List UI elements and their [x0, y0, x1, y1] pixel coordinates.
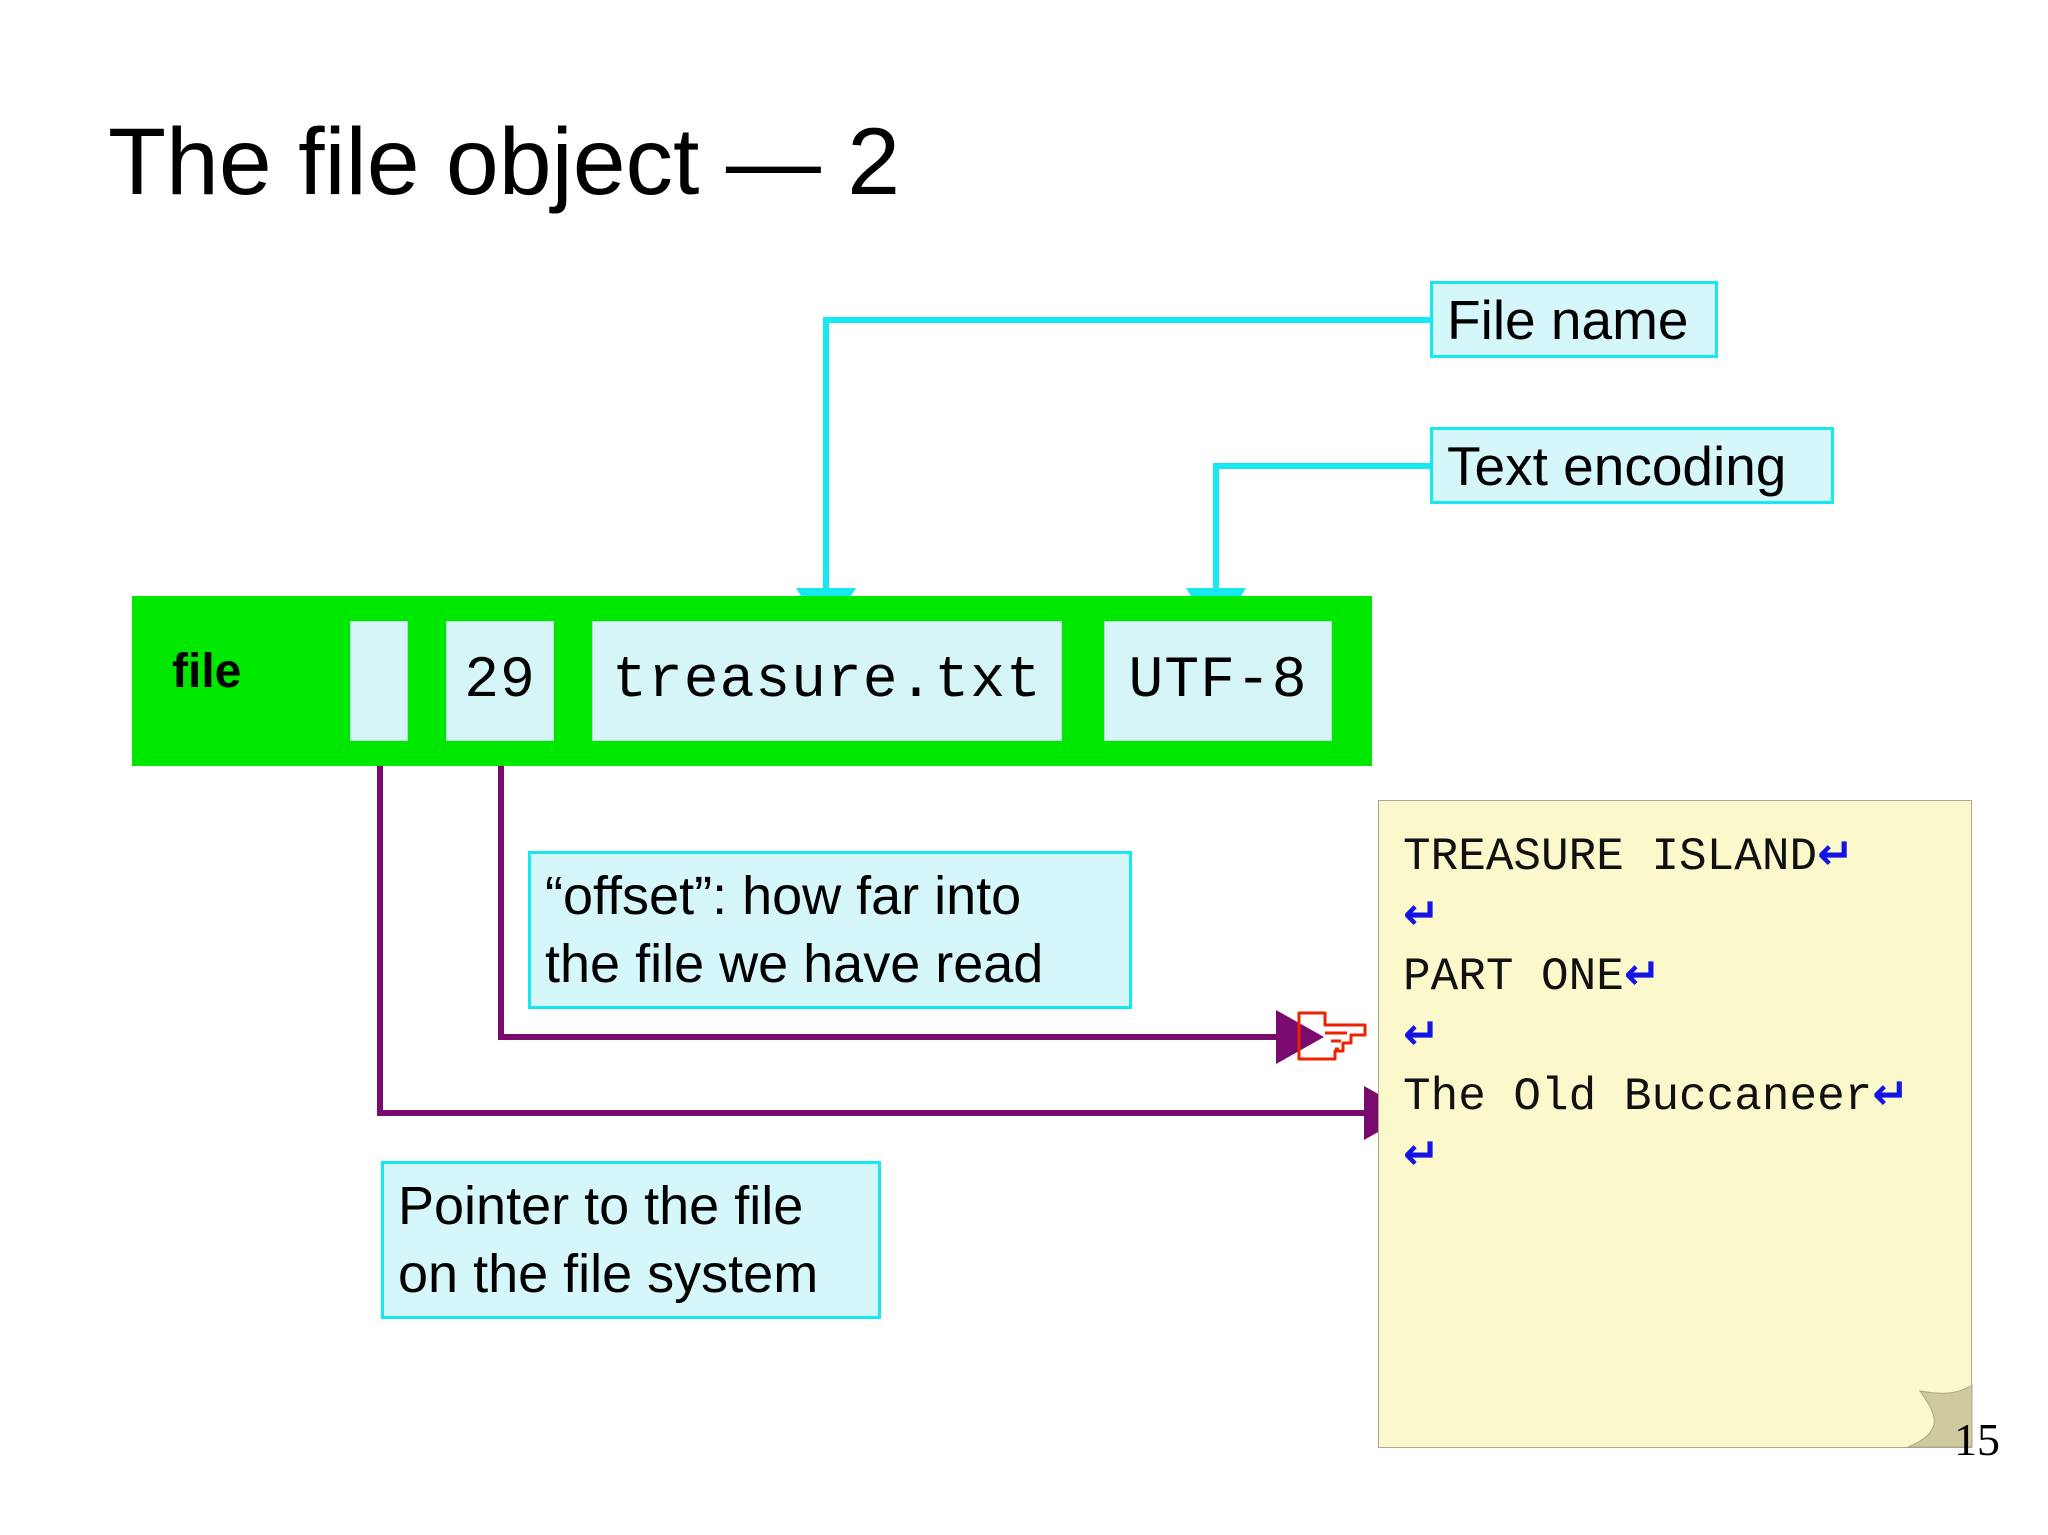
document-line: ↵	[1403, 1125, 1963, 1185]
callout-pointer: Pointer to the file on the file system	[381, 1161, 881, 1319]
pointing-hand-icon	[1297, 1011, 1367, 1061]
document-page: TREASURE ISLAND↵↵PART ONE↵↵The Old Bucca…	[1378, 800, 1972, 1448]
document-line: TREASURE ISLAND↵	[1403, 825, 1963, 885]
newline-symbol-icon: ↵	[1403, 1009, 1440, 1060]
connector-encoding	[1186, 463, 1430, 636]
document-line-text: TREASURE ISLAND	[1403, 831, 1818, 883]
field-pointer	[350, 621, 408, 741]
document-line: ↵	[1403, 1005, 1963, 1065]
newline-symbol-icon: ↵	[1403, 1129, 1440, 1180]
field-encoding: UTF-8	[1104, 621, 1332, 741]
callout-text-encoding: Text encoding	[1430, 427, 1834, 504]
page-title: The file object — 2	[108, 109, 901, 215]
field-offset: 29	[446, 621, 554, 741]
document-line-text: The Old Buccaneer	[1403, 1071, 1873, 1123]
connector-filename	[796, 317, 1430, 636]
file-object-box: file 29 treasure.txt UTF-8	[132, 596, 1372, 766]
newline-symbol-icon: ↵	[1817, 829, 1854, 880]
page-number: 15	[1954, 1414, 2000, 1465]
document-line: ↵	[1403, 885, 1963, 945]
newline-symbol-icon: ↵	[1872, 1069, 1910, 1120]
document-line: The Old Buccaneer↵	[1403, 1065, 1963, 1125]
newline-symbol-icon: ↵	[1403, 889, 1440, 940]
callout-file-name: File name	[1430, 281, 1718, 358]
document-line-text: PART ONE	[1403, 951, 1624, 1003]
document-text: TREASURE ISLAND↵↵PART ONE↵↵The Old Bucca…	[1403, 825, 1963, 1185]
field-filename: treasure.txt	[592, 621, 1062, 741]
newline-symbol-icon: ↵	[1623, 949, 1661, 1000]
callout-offset: “offset”: how far into the file we have …	[528, 851, 1132, 1009]
object-label: file	[172, 645, 242, 698]
document-line: PART ONE↵	[1403, 945, 1963, 1005]
